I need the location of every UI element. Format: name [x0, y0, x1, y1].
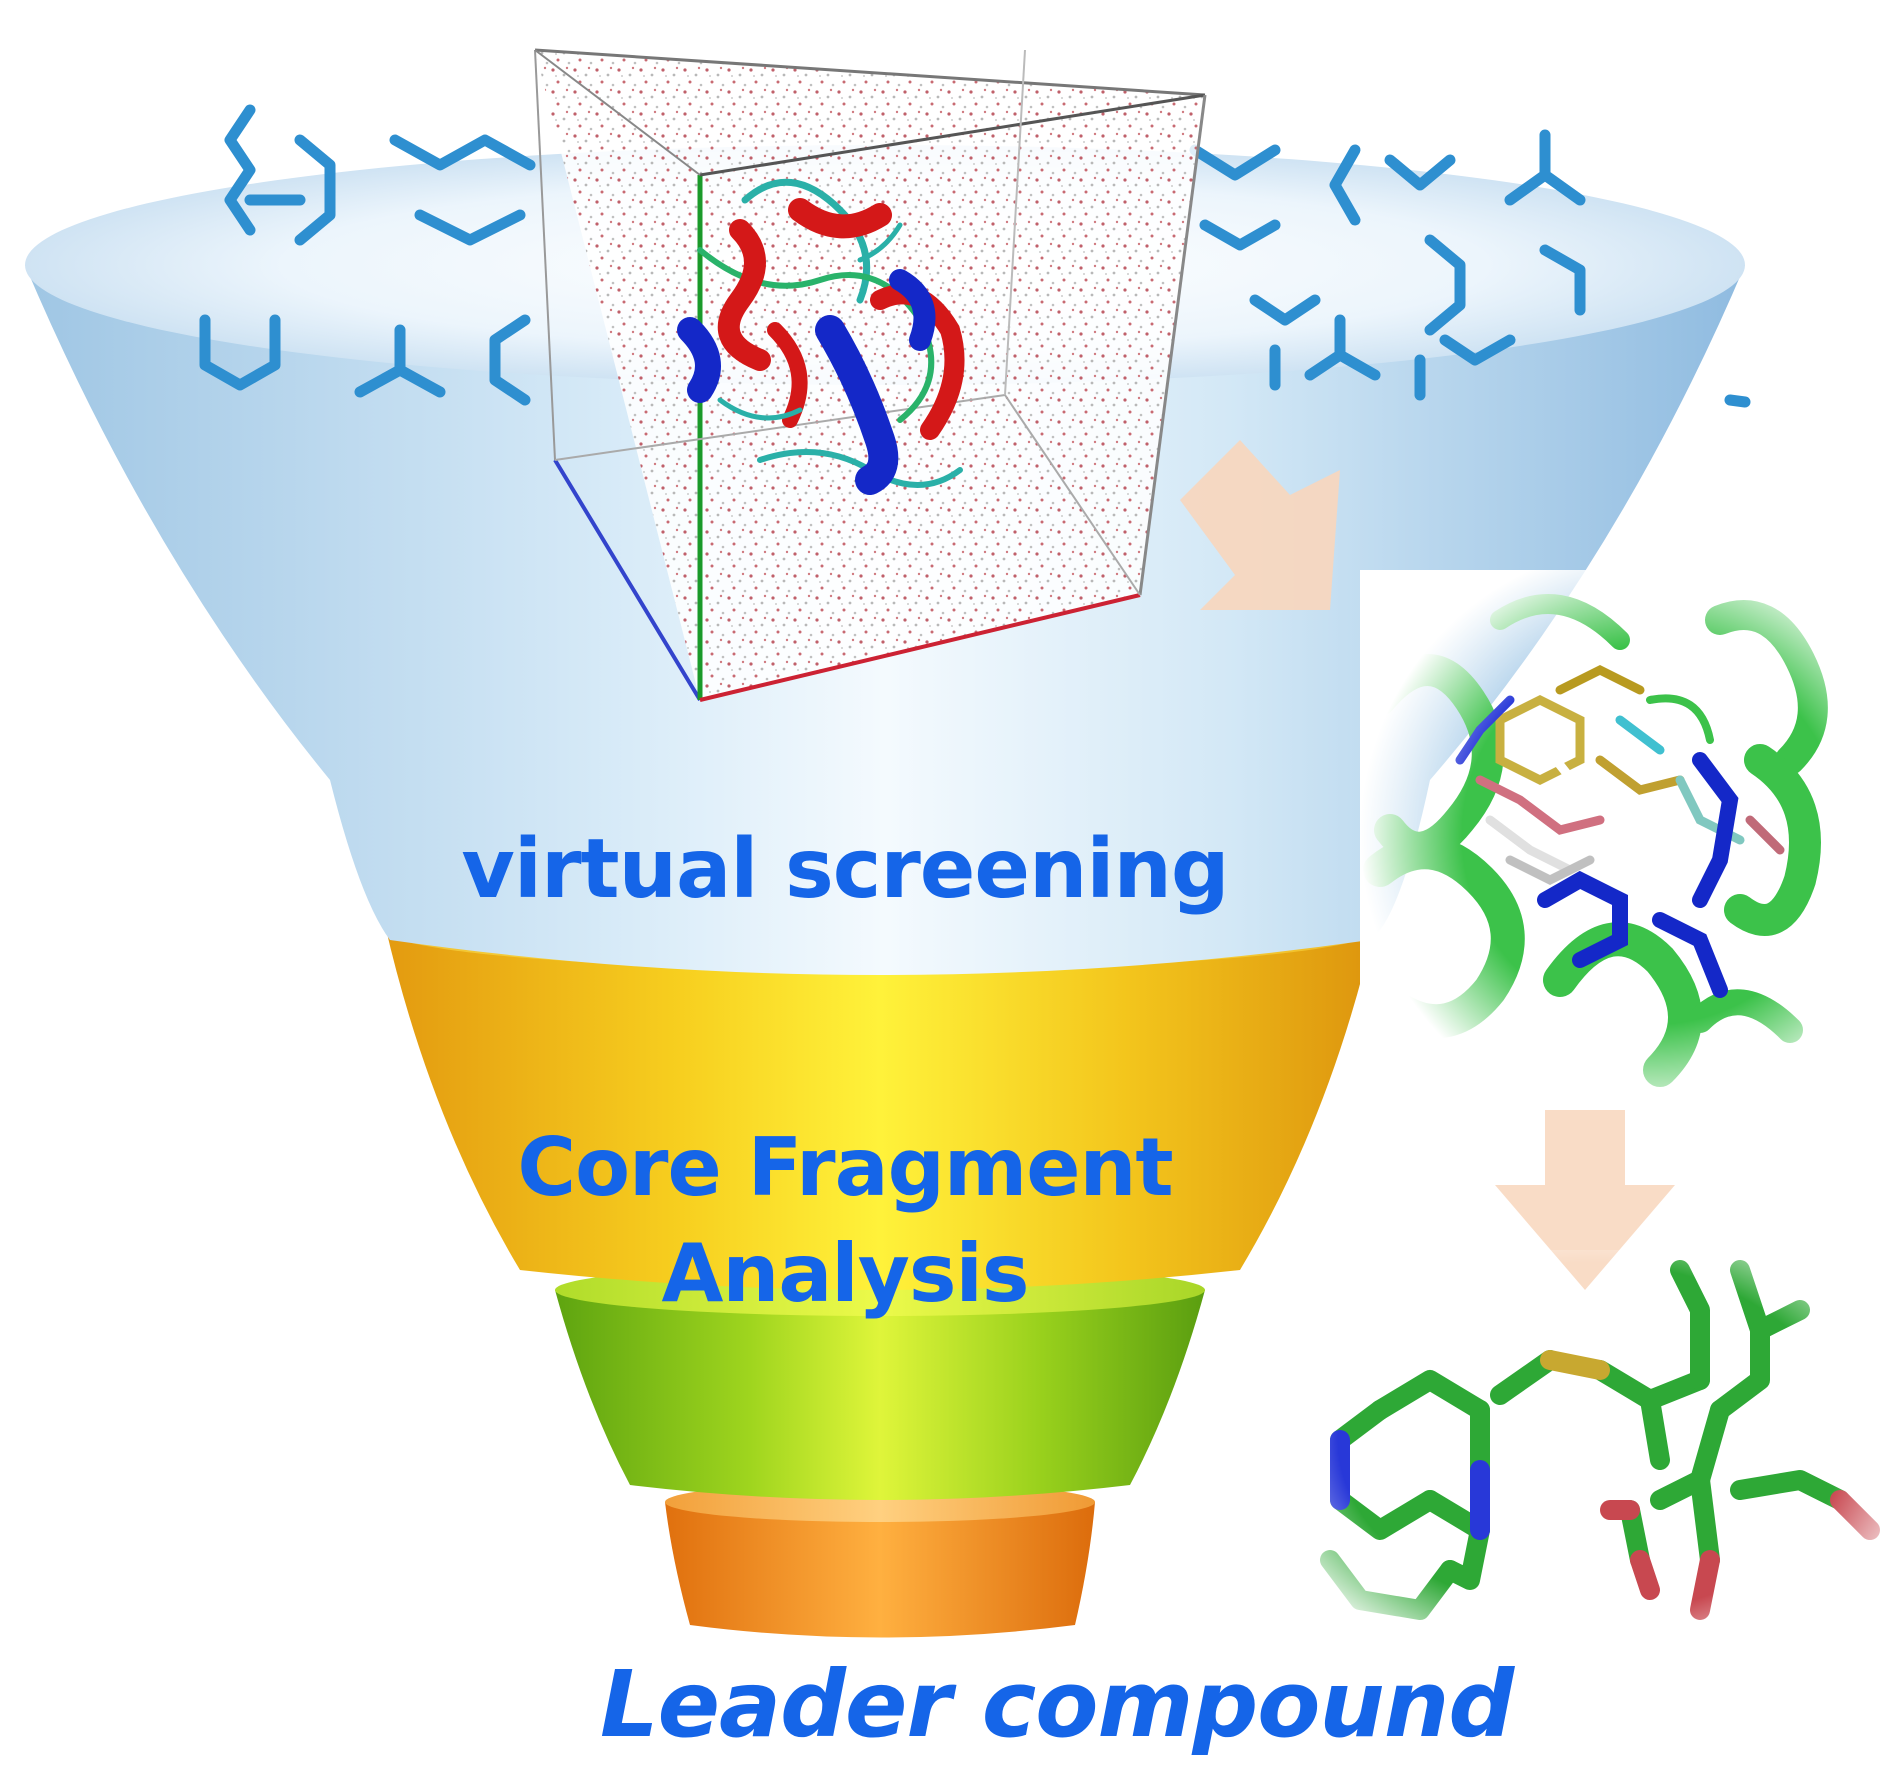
skeletal-formula-icon — [199, 314, 281, 391]
skeletal-formula-icon — [1199, 219, 1281, 251]
funnel-stage-orange — [665, 1482, 1095, 1638]
skeletal-formula-icon — [1249, 294, 1321, 326]
skeletal-formula-icon — [1424, 234, 1466, 336]
skeletal-formula-icon — [1724, 394, 1751, 408]
skeletal-formula-icon — [294, 134, 336, 246]
skeletal-formula-icon — [1539, 244, 1586, 316]
leader-compound-text: Leader compound — [600, 1651, 1514, 1758]
skeletal-formula-icon — [389, 134, 536, 171]
arrow-to-ligand — [1495, 1110, 1675, 1290]
virtual-screening-text: virtual screening — [461, 822, 1229, 917]
solvated-protein-box-icon — [534, 48, 1207, 702]
ligand-stick-model-icon — [1290, 1250, 1891, 1670]
skeletal-formula-icon — [224, 104, 256, 236]
skeletal-formula-icon — [414, 209, 526, 246]
protein-ligand-docking-icon — [1360, 570, 1891, 1100]
core-fragment-text: Core Fragment — [517, 1121, 1173, 1214]
stage-label-virtual-screening: virtual screening — [445, 820, 1245, 920]
skeletal-formula-icon — [1439, 334, 1516, 366]
protein-ribbon-cluster — [677, 178, 965, 495]
molecule-fragments-left — [199, 104, 536, 406]
skeletal-formula-icon — [1189, 144, 1281, 181]
stage-label-core-fragment-analysis: Core Fragment Analysis — [445, 1115, 1245, 1327]
result-label-leader-compound: Leader compound — [600, 1650, 1700, 1760]
skeletal-formula-icon — [1304, 314, 1381, 381]
molecule-fragments-right — [1189, 129, 1751, 408]
skeletal-formula-icon — [1504, 129, 1586, 206]
skeletal-formula-icon — [1329, 144, 1361, 226]
skeletal-formula-icon — [354, 324, 446, 398]
analysis-text: Analysis — [661, 1227, 1029, 1320]
arrow-to-docking — [1180, 440, 1340, 610]
skeletal-formula-icon — [1384, 154, 1456, 191]
skeletal-formula-icon — [489, 314, 531, 406]
